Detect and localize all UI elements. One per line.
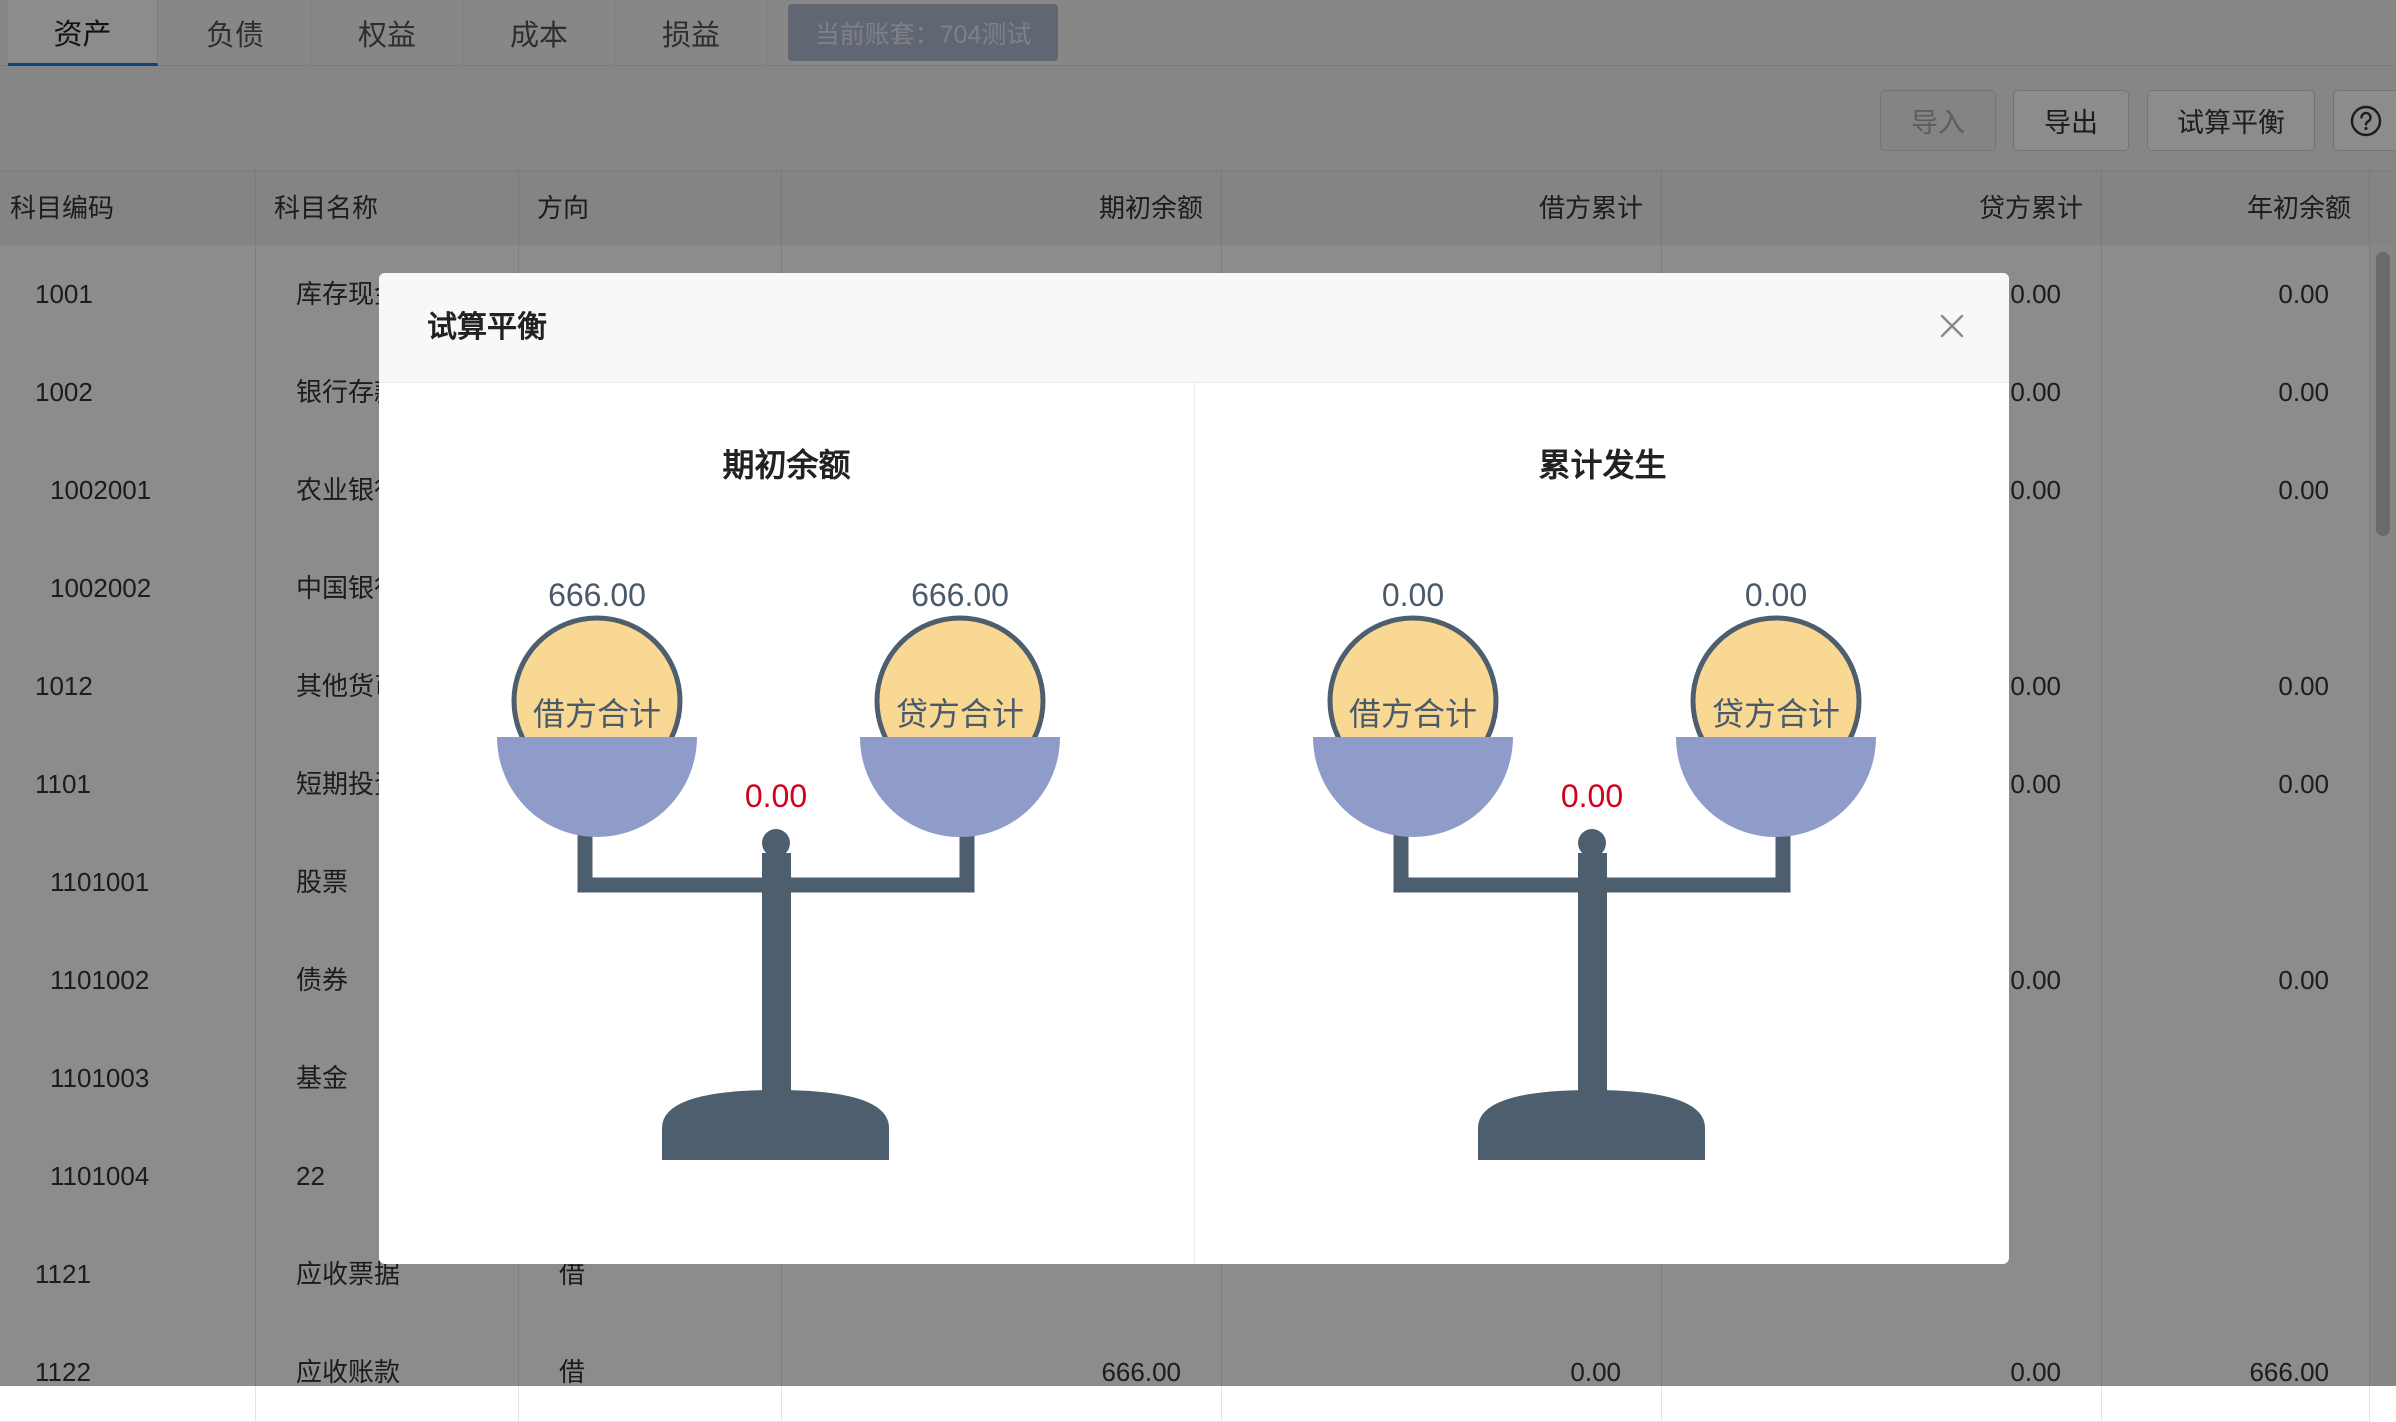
cell-debit-total: 0.00 [1222,1323,1662,1421]
debit-total-label: 借方合计 [1349,696,1477,732]
opening-balance-panel: 期初余额 借方合计 贷方合计 666.00 666.00 0.00 [379,383,1194,1264]
tab-liabilities[interactable]: 负债 [160,0,311,65]
scale-pillar [762,853,791,1095]
cell-opening-balance [782,1225,1222,1323]
cell-credit-total [1662,1225,2102,1323]
credit-pan [860,737,1060,837]
tab-cost[interactable]: 成本 [464,0,615,65]
cell-code: 1101004 [0,1127,256,1225]
debit-total-value: 666.00 [548,577,646,613]
tab-profit-loss[interactable]: 损益 [616,0,767,65]
cell-year-start-balance: 0.00 [2102,931,2370,1029]
scale-base [1478,1090,1705,1160]
credit-pan [1676,737,1876,837]
cell-code: 1101002 [0,931,256,1029]
current-account-badge: 当前账套：704测试 [788,4,1058,61]
cell-year-start-balance: 666.00 [2102,1323,2370,1421]
cell-name: 应收账款 [256,1323,519,1421]
column-header-name[interactable]: 科目名称 [256,171,519,245]
cell-code: 1002002 [0,539,256,637]
balance-scale-graphic: 借方合计 贷方合计 0.00 0.00 0.00 [1313,577,1876,1160]
cell-credit-total: 0.00 [1662,637,2102,735]
cell-debit-total [1222,1225,1662,1323]
cell-credit-total: 0.00 [1662,1323,2102,1421]
cell-credit-total [1662,1127,2102,1225]
balance-difference-value: 0.00 [1561,778,1623,814]
cell-code: 1122 [0,1323,256,1421]
dialog-title: 试算平衡 [427,311,547,344]
toolbar: 导入 导出 试算平衡 [0,66,2396,171]
cell-code: 1121 [0,1225,256,1323]
trial-balance-dialog: 试算平衡 期初余额 借方合计 贷方合计 666.00 666.00 0.00 累计发生 … [379,273,2009,1264]
cell-code: 1002001 [0,441,256,539]
cell-credit-total: 0.00 [1662,931,2102,1029]
cell-name: 基金 [256,1029,519,1127]
help-button[interactable] [2333,90,2396,151]
cell-credit-total: 0.00 [1662,343,2102,441]
cell-opening-balance: 666.00 [782,1323,1222,1421]
cell-year-start-balance: 0.00 [2102,735,2370,833]
cell-year-start-balance: 0.00 [2102,441,2370,539]
cell-credit-total [1662,833,2102,931]
cell-direction: 借 [519,1225,782,1323]
column-header-opening-balance[interactable]: 期初余额 [782,171,1222,245]
cell-name: 应收票据 [256,1225,519,1323]
close-icon[interactable] [1935,309,1969,343]
cell-code: 1002 [0,343,256,441]
cell-credit-total: 0.00 [1662,441,2102,539]
tab-bar: 资产 负债 权益 成本 损益 当前账套：704测试 [0,0,2396,66]
tab-assets[interactable]: 资产 [8,0,158,66]
column-header-code[interactable]: 科目编码 [0,171,256,245]
scale-pivot [762,829,790,857]
table-header: 科目编码 科目名称 方向 期初余额 借方累计 贷方累计 年初余额 [0,171,2396,246]
debit-total-label: 借方合计 [533,696,661,732]
scale-base [662,1090,889,1160]
cell-year-start-balance [2102,833,2370,931]
cumulative-panel: 累计发生 借方合计 贷方合计 0.00 0.00 0.00 [1195,383,2009,1264]
cell-credit-total: 0.00 [1662,245,2102,343]
column-header-debit-total[interactable]: 借方累计 [1222,171,1662,245]
panel-title: 期初余额 [722,447,851,483]
dialog-header: 试算平衡 [379,273,2009,383]
debit-total-value: 0.00 [1382,577,1444,613]
credit-total-value: 666.00 [911,577,1009,613]
column-header-credit-total[interactable]: 贷方累计 [1662,171,2102,245]
import-button[interactable]: 导入 [1880,90,1996,151]
cell-code: 1101 [0,735,256,833]
debit-pan [1313,737,1513,837]
balance-difference-value: 0.00 [745,778,807,814]
cell-year-start-balance: 0.00 [2102,637,2370,735]
balance-scale-graphic: 借方合计 贷方合计 666.00 666.00 0.00 [497,577,1060,1160]
cell-code: 1101001 [0,833,256,931]
cell-year-start-balance: 0.00 [2102,245,2370,343]
trial-balance-button[interactable]: 试算平衡 [2147,90,2315,151]
question-circle-icon [2350,105,2382,136]
cell-credit-total [1662,1029,2102,1127]
cell-year-start-balance [2102,1029,2370,1127]
panel-divider [1194,383,1195,1264]
cell-credit-total: 0.00 [1662,735,2102,833]
scale-pillar [1578,853,1607,1095]
column-header-year-start-balance[interactable]: 年初余额 [2102,171,2370,245]
cell-year-start-balance [2102,539,2370,637]
cell-year-start-balance [2102,1127,2370,1225]
credit-total-label: 贷方合计 [896,696,1024,732]
column-header-direction[interactable]: 方向 [519,171,782,245]
scale-pivot [1578,829,1606,857]
cell-code: 1101003 [0,1029,256,1127]
debit-pan [497,737,697,837]
panel-title: 累计发生 [1538,447,1667,483]
scrollbar-thumb[interactable] [2376,252,2390,536]
credit-total-label: 贷方合计 [1712,696,1840,732]
cell-year-start-balance: 0.00 [2102,343,2370,441]
cell-code: 1001 [0,245,256,343]
tab-equity[interactable]: 权益 [312,0,463,65]
credit-total-value: 0.00 [1745,577,1807,613]
cell-year-start-balance [2102,1225,2370,1323]
cell-code: 1012 [0,637,256,735]
cell-direction: 借 [519,1323,782,1421]
export-button[interactable]: 导出 [2013,90,2129,151]
cell-credit-total [1662,539,2102,637]
